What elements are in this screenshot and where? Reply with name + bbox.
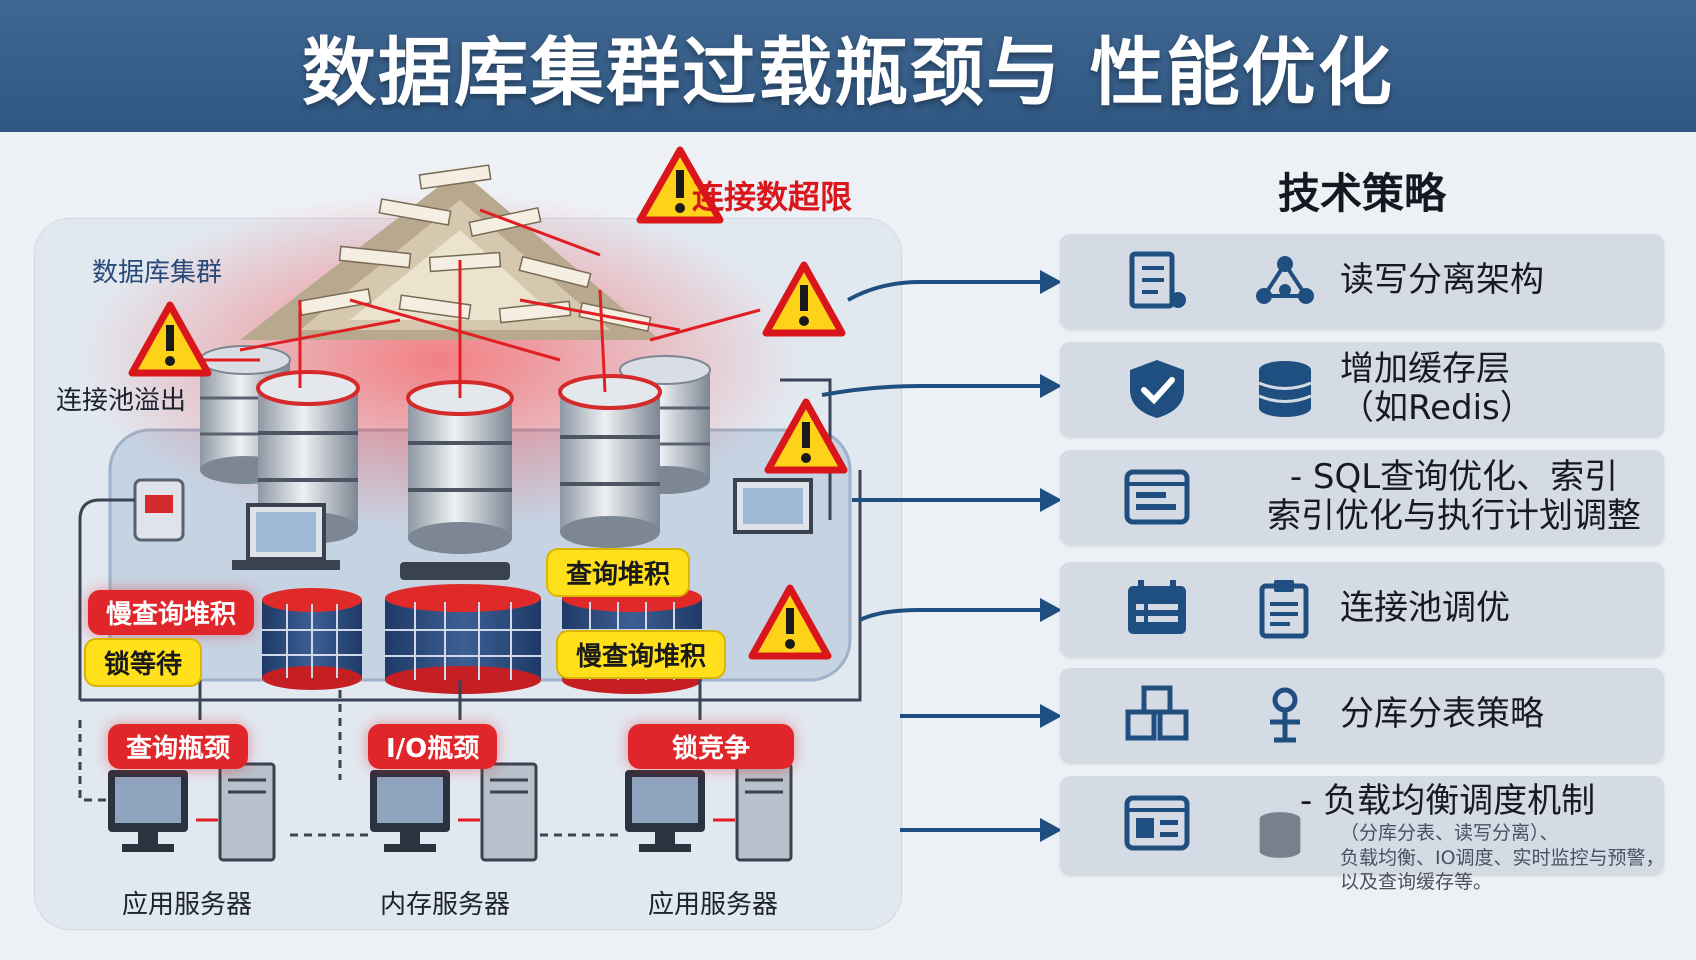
lock-wait-tag: 锁等待 — [84, 638, 203, 687]
solution-card-cache-layer: 增加缓存层 （如Redis） — [1060, 342, 1664, 436]
document-icon — [1129, 251, 1186, 309]
solution-subline: 负载均衡、IO调度、实时监控与预警， — [1340, 846, 1665, 869]
solution-text: - 负载均衡调度机制 （分库分表、读写分离）、 负载均衡、IO调度、实时监控与预… — [1300, 781, 1665, 893]
person-pin-icon — [1270, 687, 1300, 743]
storage-cylinder — [385, 584, 541, 694]
device-icons — [133, 478, 813, 580]
db-cylinder — [558, 374, 662, 548]
warning-triangle-icon — [764, 398, 848, 474]
clipboard-icon — [1259, 580, 1309, 639]
warning-triangle-icon — [762, 261, 846, 337]
network-icon — [1256, 256, 1314, 304]
slow-query-tag-left: 慢查询堆积 — [88, 590, 255, 635]
app-server-1-icon — [108, 762, 276, 862]
network-lines — [78, 378, 862, 720]
solution-line: 索引优化与执行计划调整 — [1267, 496, 1641, 536]
dashed-lines — [78, 690, 620, 837]
header-bar: 数据库集群过载瓶颈与 性能优化 — [0, 0, 1696, 132]
query-pile-tag: 查询堆积 — [546, 548, 691, 597]
server-label-3: 应用服务器 — [648, 890, 779, 920]
paper-pile-icon — [240, 164, 660, 340]
solution-card-pool-tuning: 连接池调优 — [1060, 562, 1664, 656]
database-icon — [1259, 812, 1301, 858]
solution-line: - 负载均衡调度机制 — [1300, 781, 1596, 821]
query-bottleneck-tag: 查询瓶颈 — [108, 724, 249, 769]
solution-subline: 以及查询缓存等。 — [1340, 871, 1493, 894]
solution-text: 增加缓存层 （如Redis） — [1340, 342, 1648, 436]
pool-overflow-label: 连接池溢出 — [56, 386, 187, 416]
solutions-title: 技术策略 — [1278, 169, 1447, 218]
blocks-icon — [1125, 685, 1189, 741]
warning-triangle-icon — [748, 584, 832, 660]
solution-card-load-balancing: - 负载均衡调度机制 （分库分表、读写分离）、 负载均衡、IO调度、实时监控与预… — [1060, 776, 1665, 893]
solution-arrows — [821, 280, 1040, 832]
solution-card-read-write-split: 读写分离架构 — [1060, 234, 1664, 328]
db-cylinder — [406, 380, 514, 554]
browser-window-icon — [1124, 795, 1190, 851]
solution-line: 增加缓存层 — [1340, 348, 1510, 389]
app-server-2-icon — [625, 762, 793, 862]
solution-card-sql-optimization: - SQL查询优化、索引 索引优化与执行计划调整 — [1060, 450, 1664, 544]
slow-query-tag-right: 慢查询堆积 — [556, 630, 727, 679]
browser-window-icon — [1124, 469, 1190, 525]
solution-text: 连接池调优 — [1340, 562, 1648, 656]
connection-limit-label: 连接数超限 — [692, 178, 853, 216]
shield-check-icon — [1130, 360, 1184, 418]
database-icon — [1258, 361, 1312, 417]
calendar-list-icon — [1128, 580, 1186, 634]
memory-server-icon — [370, 762, 538, 862]
solution-text: 分库分表策略 — [1340, 668, 1648, 762]
storage-cylinder — [262, 588, 362, 690]
db-server-front-row — [256, 370, 662, 554]
solution-arrowheads — [1040, 270, 1062, 842]
solution-line: （如Redis） — [1340, 388, 1534, 428]
server-label-1: 应用服务器 — [122, 890, 253, 920]
overload-arrows — [180, 208, 761, 398]
solution-text: - SQL查询优化、索引 索引优化与执行计划调整 — [1260, 450, 1648, 544]
warning-triangle-icon — [128, 301, 212, 377]
data-pile-label: 数据库集群 — [92, 258, 223, 288]
solution-card-sharding: 分库分表策略 — [1060, 668, 1664, 762]
page-title: 数据库集群过载瓶颈与 性能优化 — [302, 29, 1394, 116]
server-label-2: 内存服务器 — [380, 890, 511, 920]
lock-contention-tag: 锁竞争 — [628, 724, 795, 769]
solution-line: 读写分离架构 — [1340, 260, 1544, 301]
solution-text: 读写分离架构 — [1340, 234, 1648, 328]
io-bottleneck-tag: I/O瓶颈 — [368, 724, 498, 769]
solution-line: - SQL查询优化、索引 — [1289, 456, 1619, 497]
solution-line: 连接池调优 — [1340, 588, 1510, 629]
solution-line: 分库分表策略 — [1340, 694, 1544, 735]
solution-subline: （分库分表、读写分离）、 — [1340, 822, 1559, 845]
warning-triangle-icon — [636, 146, 724, 224]
